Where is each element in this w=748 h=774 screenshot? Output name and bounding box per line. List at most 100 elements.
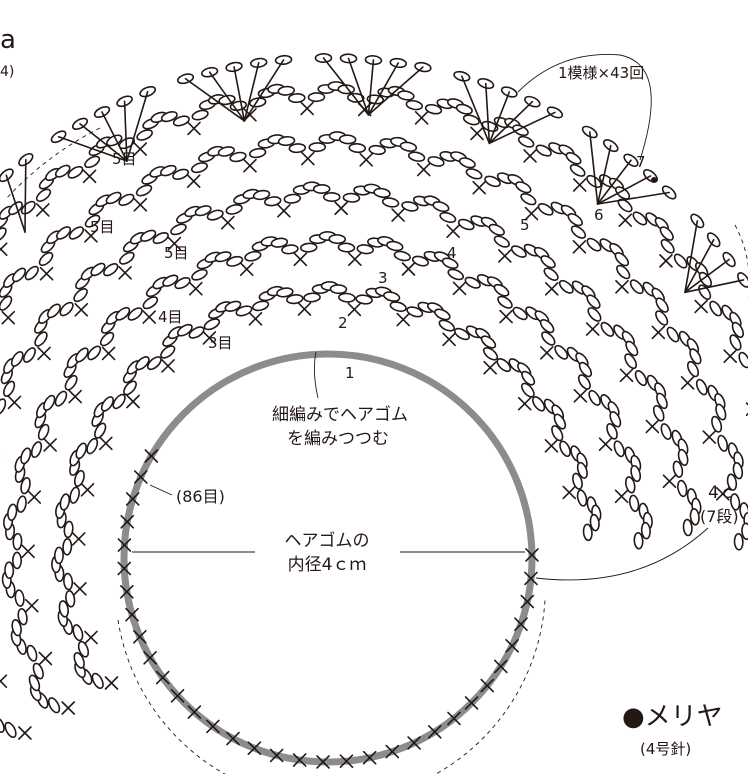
row-sc-mark	[702, 430, 717, 444]
chain-stitch	[286, 294, 304, 305]
double-crochet-mark	[488, 111, 556, 145]
row-sc-mark	[68, 389, 82, 404]
chain-stitch	[191, 268, 208, 281]
elastic-sc-mark	[117, 538, 132, 552]
row-sc-mark	[25, 598, 39, 613]
chain-stitch	[276, 287, 294, 298]
row-sc-mark	[61, 701, 75, 715]
double-crochet-mark	[184, 77, 246, 122]
chain-stitch	[356, 244, 374, 255]
double-crochet-mark	[233, 66, 246, 122]
height-leader	[535, 527, 709, 581]
chain-stitch	[541, 331, 556, 346]
chain-stitch	[453, 327, 470, 341]
chain-stitch	[458, 157, 476, 169]
row-sc-mark	[43, 438, 57, 452]
chain-stitch	[554, 344, 569, 360]
chain-stitch	[20, 477, 31, 495]
chain-stitch	[65, 590, 76, 608]
chain-stitch	[0, 227, 7, 242]
chain-stitch	[731, 321, 745, 338]
row-sc-mark	[297, 302, 312, 316]
chain-stitch	[559, 440, 571, 458]
chain-stitch	[288, 143, 307, 154]
row-sc-mark	[523, 149, 537, 163]
chain-stitch	[263, 196, 282, 207]
chain-stitch	[572, 472, 583, 490]
row-sc-mark	[220, 215, 235, 230]
chain-stitch	[405, 99, 423, 111]
elastic-sc-mark	[247, 741, 262, 756]
row-sc-mark	[544, 282, 559, 296]
chain-stitch	[112, 393, 126, 410]
chain-stitch	[614, 252, 630, 267]
chain-stitch	[512, 124, 529, 137]
chain-stitch	[655, 297, 669, 313]
chain-stitch	[715, 403, 727, 421]
double-crochet-mark	[347, 57, 370, 116]
row-sc-mark	[446, 224, 460, 238]
chain-stitch	[399, 141, 418, 152]
chain-stitch	[94, 422, 107, 439]
double-crochet-mark	[684, 258, 730, 294]
chain-stitch	[118, 193, 135, 207]
double-crochet-mark	[684, 239, 715, 294]
elastic-sc-mark	[464, 696, 479, 710]
chain-stitch	[640, 521, 651, 540]
row-sc-mark	[18, 726, 32, 740]
chain-stitch	[576, 489, 588, 507]
chain-stitch	[652, 404, 665, 422]
elastic-sc-mark	[292, 753, 307, 767]
chain-stitch	[488, 223, 505, 236]
chain-stitch	[38, 251, 54, 267]
double-crochet-mark	[461, 75, 491, 145]
chain-stitch	[73, 288, 88, 303]
chain-stitch	[424, 103, 443, 115]
chain-stitch	[632, 211, 648, 226]
chain-stitch	[26, 644, 38, 662]
chain-stitch	[609, 411, 622, 428]
chain-stitches	[0, 53, 748, 739]
inner-diameter-line1: ヘアゴムの	[285, 530, 370, 551]
chain-stitch	[439, 211, 457, 224]
chain-stitch	[551, 425, 564, 442]
chain-stitch	[217, 146, 235, 157]
chain-stitch	[303, 292, 321, 303]
chain-stitch	[411, 255, 430, 267]
chain-stitch	[432, 201, 450, 213]
chain-stitch	[613, 440, 625, 458]
row-sc-mark	[618, 213, 633, 227]
double-crochet-mark	[5, 174, 26, 233]
chain-stitch	[59, 493, 71, 511]
chain-stitch	[59, 301, 74, 317]
chain-stitch	[338, 134, 357, 145]
row-sc-mark	[498, 249, 512, 263]
chain-stitch	[142, 296, 159, 310]
double-crochet-mark	[79, 123, 128, 162]
chain-stitch	[577, 374, 591, 390]
chain-stitch	[531, 396, 546, 412]
chain-stitch	[512, 306, 528, 321]
elastic-sc-mark	[120, 584, 134, 599]
row-sc-mark	[161, 359, 175, 373]
chain-stitch	[14, 589, 25, 607]
chain-stitch	[496, 358, 512, 373]
chain-stitch	[69, 486, 80, 504]
chain-stitch	[672, 460, 684, 478]
repeat-leader	[517, 54, 652, 161]
row-sc-mark	[248, 311, 263, 326]
stitch-count-4: 4目	[158, 308, 183, 326]
chain-stitch	[689, 348, 702, 365]
chain-stitch	[203, 318, 221, 331]
row-sc-mark	[133, 142, 148, 156]
chain-stitch	[462, 114, 480, 126]
row-sc-mark	[39, 266, 54, 281]
chain-stitch	[493, 235, 510, 248]
chain-stitch	[172, 115, 190, 127]
chain-stitch	[368, 144, 386, 156]
chain-stitch	[656, 392, 668, 410]
chain-stitch	[270, 237, 289, 248]
chain-stitch	[677, 448, 689, 467]
chain-stitch	[348, 143, 367, 154]
chain-stitch	[666, 326, 680, 343]
